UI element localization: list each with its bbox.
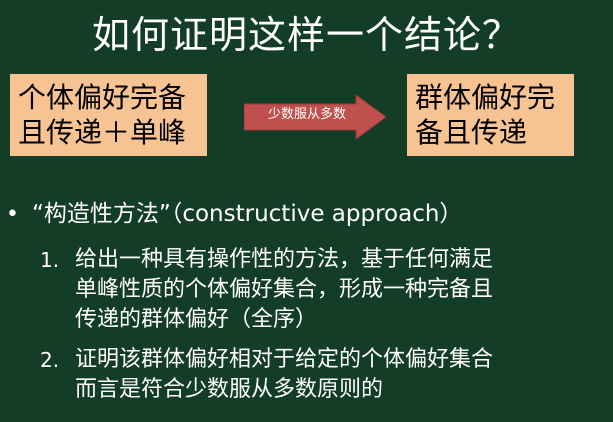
bullet-marker: •: [6, 202, 19, 227]
item-1-line-1: 给出一种具有操作性的方法，基于任何满足: [75, 247, 494, 272]
item-text-2: 证明该群体偏好相对于给定的个体偏好集合 而言是符合少数服从多数原则的: [75, 345, 605, 405]
item-text-1: 给出一种具有操作性的方法，基于任何满足 单峰性质的个体偏好集合，形成一种完备且 …: [75, 245, 605, 335]
individual-preference-line-2: 且传递＋单峰: [18, 116, 187, 149]
item-2-line-1: 证明该群体偏好相对于给定的个体偏好集合: [75, 347, 494, 372]
method-heading: “构造性方法”（constructive approach）: [32, 201, 463, 227]
individual-preference-line-1: 个体偏好完备: [18, 81, 187, 114]
item-number-1: 1.: [40, 248, 60, 272]
slide-title: 如何证明这样一个结论？: [91, 13, 521, 57]
item-2-line-2: 而言是符合少数服从多数原则的: [75, 377, 384, 402]
group-preference-line-1: 群体偏好完: [415, 81, 556, 114]
majority-rule-label: 少数服从多数: [267, 107, 346, 122]
individual-preference-box: 个体偏好完备 且传递＋单峰: [10, 74, 207, 156]
majority-rule-arrow: 少数服从多数: [244, 95, 386, 139]
group-preference-line-2: 备且传递: [415, 116, 528, 149]
item-number-2: 2.: [40, 348, 60, 372]
right-arrow-icon: [244, 95, 386, 139]
group-preference-box: 群体偏好完 备且传递: [407, 74, 574, 156]
item-1-line-3: 传递的群体偏好（全序）: [75, 307, 318, 332]
item-1-line-2: 单峰性质的个体偏好集合，形成一种完备且: [75, 277, 494, 302]
